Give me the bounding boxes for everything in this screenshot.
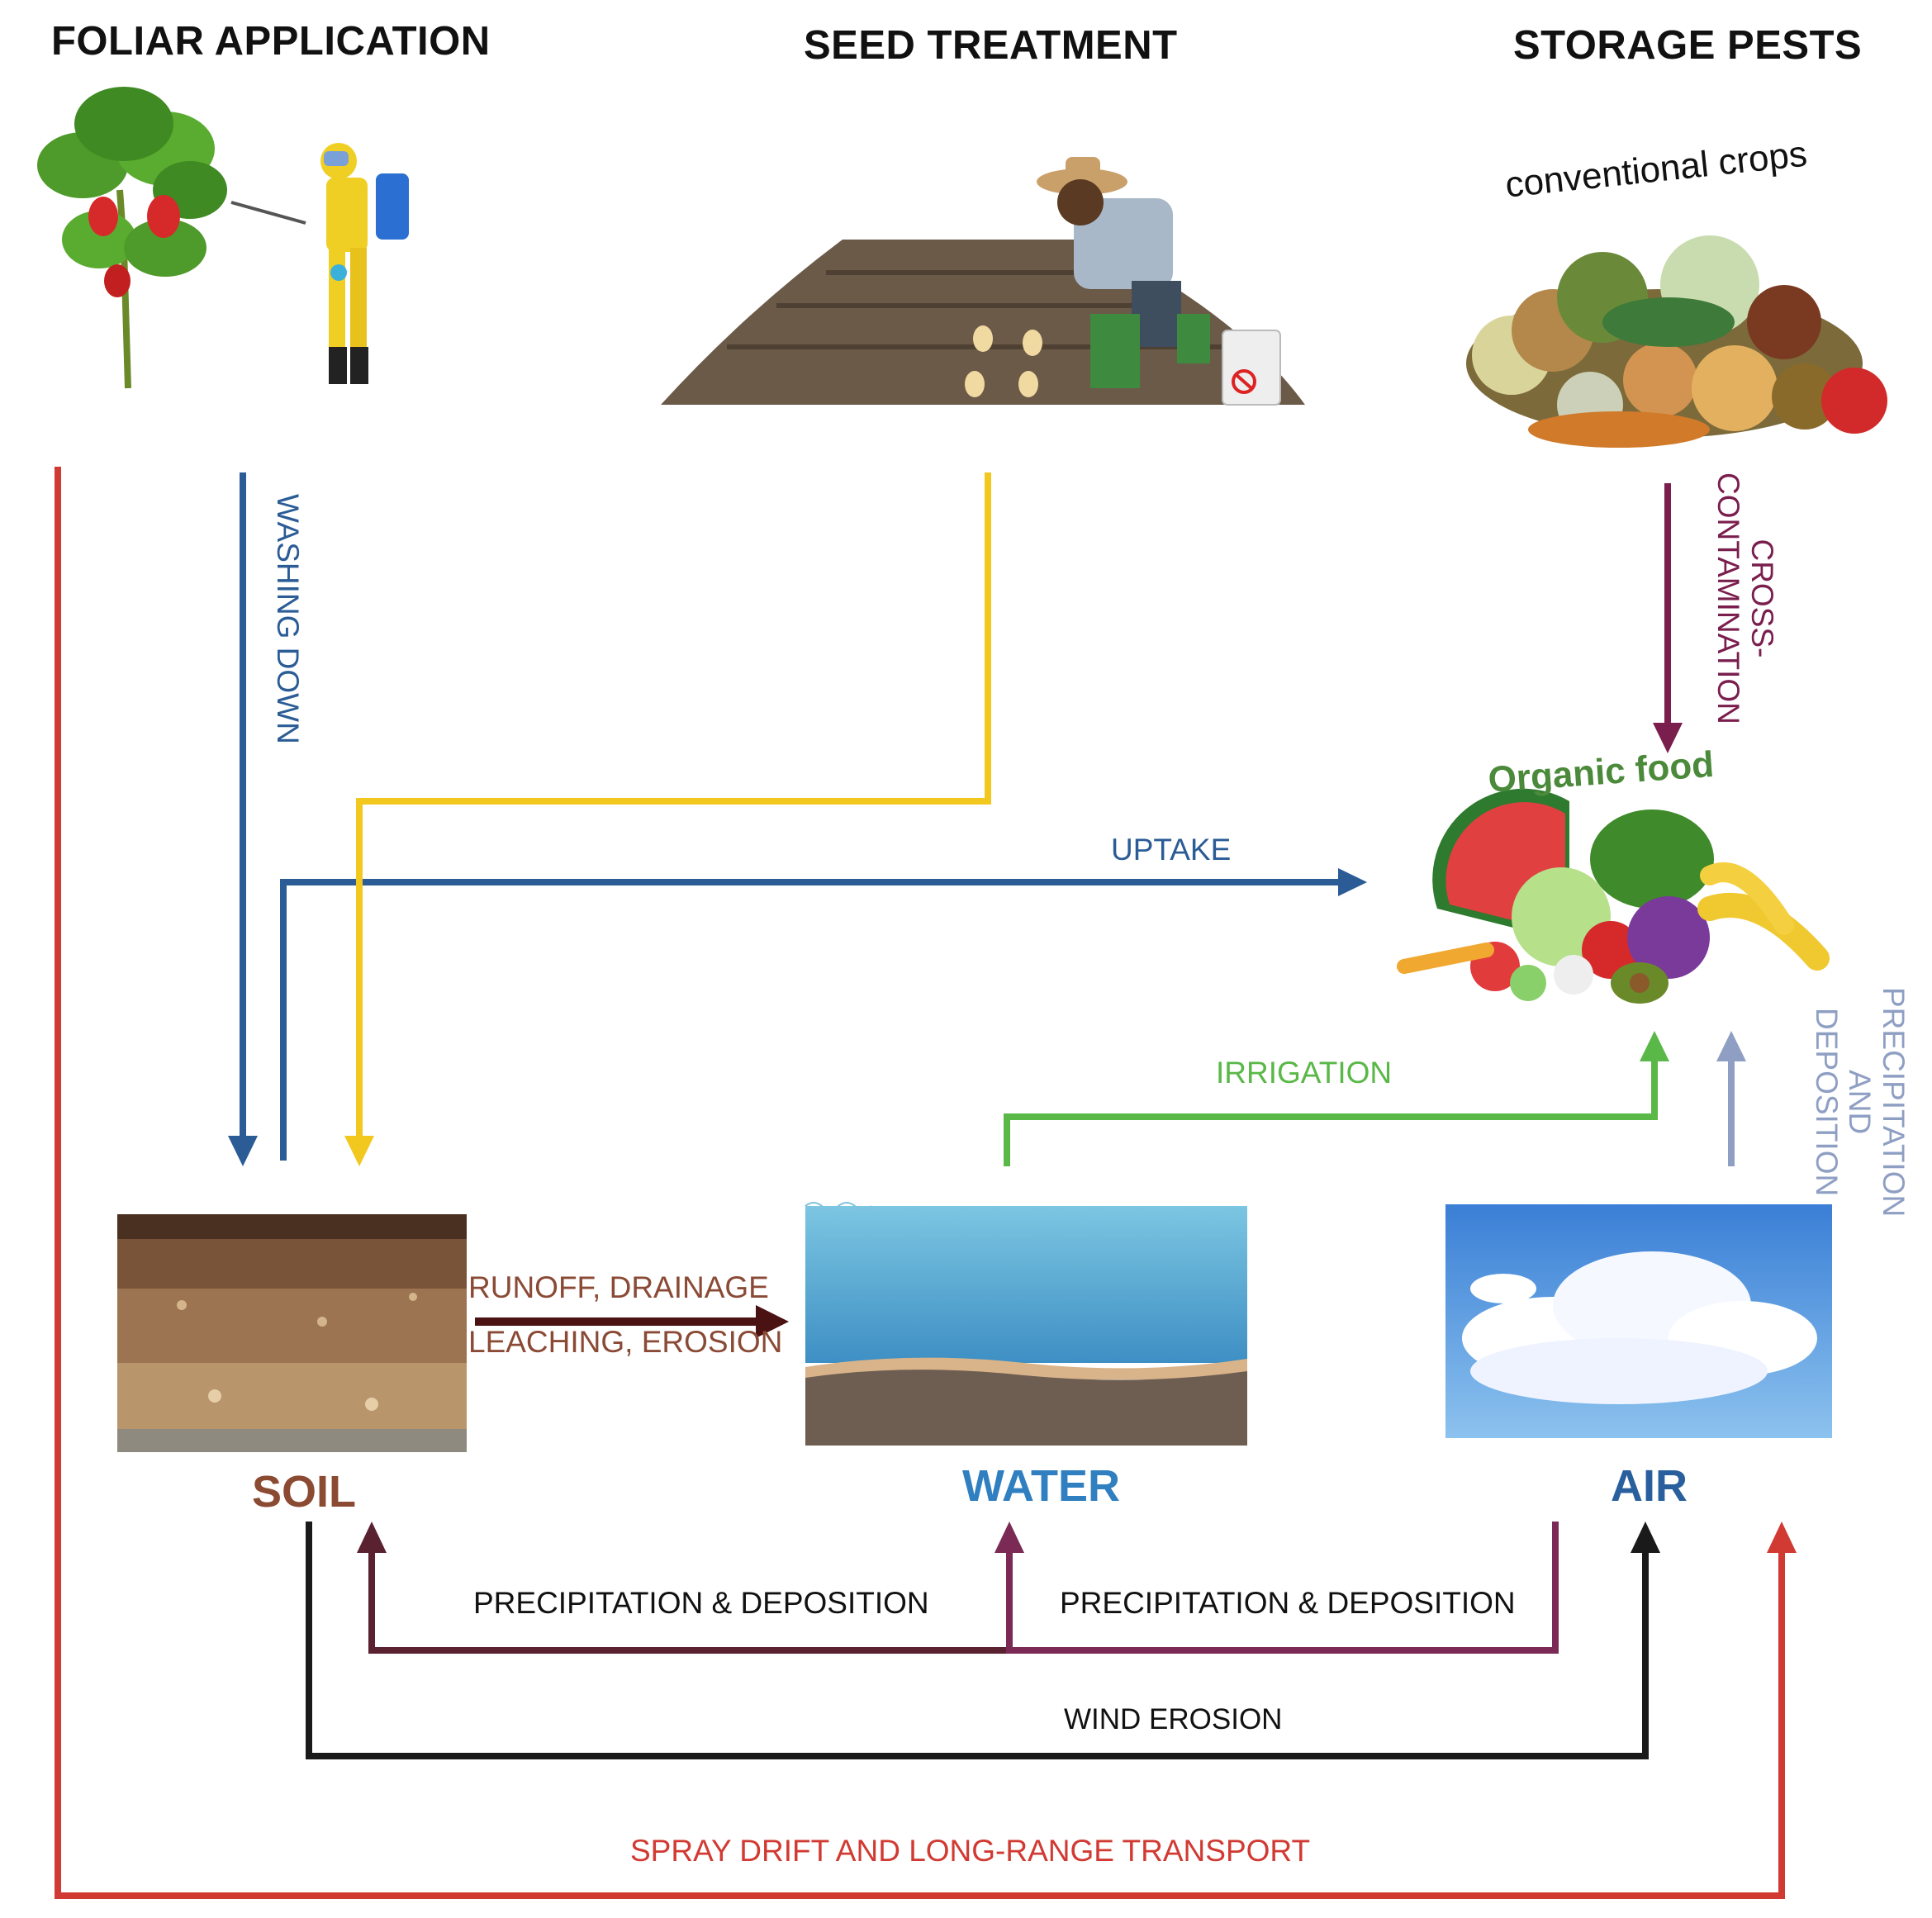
- seed-treatment-arrow: [356, 472, 991, 1136]
- precip-air-food-line2: AND: [1843, 1070, 1877, 1135]
- spray-drift-label: SPRAY DRIFT AND LONG-RANGE TRANSPORT: [630, 1834, 1311, 1868]
- washing-down-arrowhead: [228, 1136, 258, 1166]
- organic-food-illustration: [1397, 788, 1830, 1004]
- spray-drift-arrowhead: [1767, 1522, 1797, 1553]
- irrigation-arrow: [1004, 1061, 1658, 1166]
- wind-erosion-arrow: [306, 1522, 1649, 1759]
- runoff-label-line1: RUNOFF, DRAINAGE: [468, 1270, 769, 1304]
- precip-soil-arrowhead: [357, 1522, 387, 1553]
- precip-water-arrow: [1006, 1522, 1559, 1654]
- uptake-arrow: [280, 879, 1338, 1161]
- seed-treatment-arrowhead: [344, 1136, 374, 1166]
- pepper-plant-illustration: [37, 87, 227, 389]
- precip-water-arrowhead: [994, 1522, 1024, 1553]
- precip-air-food-line1: PRECIPITATION: [1877, 987, 1911, 1218]
- water-block: [805, 1202, 1247, 1446]
- wind-erosion-label: WIND EROSION: [1064, 1703, 1283, 1735]
- cross-contamination-line2: CONTAMINATION: [1711, 472, 1746, 724]
- cross-contamination-line1: CROSS-: [1745, 539, 1779, 658]
- header-storage-pests: STORAGE PESTS: [1513, 23, 1863, 68]
- wind-erosion-arrowhead: [1631, 1522, 1660, 1553]
- header-foliar-application: FOLIAR APPLICATION: [51, 19, 491, 64]
- precip-air-food-line3: DEPOSITION: [1809, 1008, 1844, 1197]
- uptake-label: UPTAKE: [1111, 833, 1232, 866]
- cross-contamination-label: CROSS- CONTAMINATION: [1711, 472, 1779, 724]
- conventional-crops-illustration: [1466, 235, 1887, 448]
- washing-down-label: WASHING DOWN: [271, 494, 305, 744]
- precip-soil-arrow: [368, 1553, 1009, 1654]
- runoff-arrowhead: [756, 1305, 789, 1338]
- header-seed-treatment: SEED TREATMENT: [804, 23, 1178, 68]
- water-label: WATER: [962, 1461, 1120, 1511]
- precip-soil-label: PRECIPITATION & DEPOSITION: [473, 1586, 929, 1620]
- cross-contamination-arrowhead: [1653, 723, 1683, 753]
- sprayer-worker-illustration: [230, 143, 409, 384]
- precip-air-food-label: PRECIPITATION AND DEPOSITION: [1809, 987, 1911, 1218]
- runoff-label-line2: LEACHING, EROSION: [468, 1325, 783, 1359]
- uptake-arrowhead: [1338, 868, 1367, 896]
- precip-air-food-arrowhead: [1716, 1031, 1746, 1061]
- soil-label: SOIL: [252, 1467, 357, 1517]
- seed-sowing-illustration: [661, 157, 1305, 406]
- precip-water-label: PRECIPITATION & DEPOSITION: [1060, 1586, 1516, 1620]
- irrigation-arrowhead: [1640, 1031, 1669, 1061]
- irrigation-label: IRRIGATION: [1216, 1056, 1393, 1090]
- air-label: AIR: [1611, 1461, 1688, 1511]
- air-block: [1445, 1204, 1832, 1438]
- spray-drift-arrow: [55, 467, 1785, 1899]
- soil-block: [117, 1214, 467, 1452]
